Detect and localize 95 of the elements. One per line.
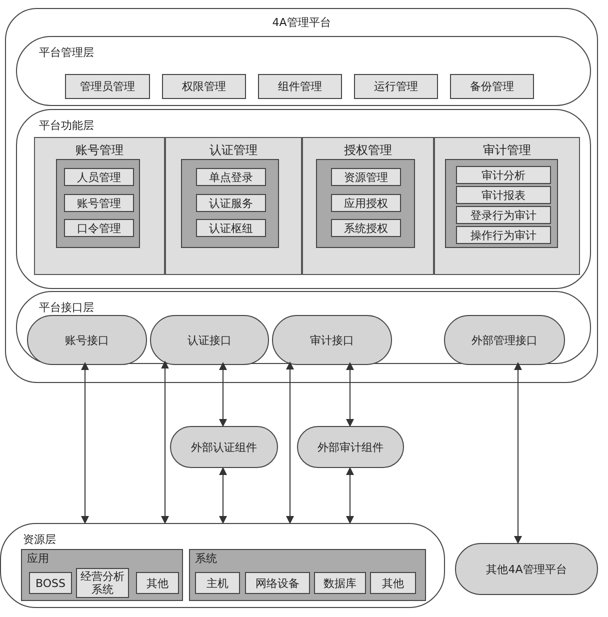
- function-box: [331, 194, 401, 212]
- box-label: 账号管理: [77, 196, 121, 210]
- function-box: [331, 219, 401, 237]
- module-panel: [181, 159, 279, 248]
- function-box: [456, 166, 551, 184]
- box-label: 登录行为审计: [470, 208, 536, 222]
- function-box: [64, 194, 134, 212]
- box-label: 运行管理: [374, 80, 418, 93]
- module-panel: [56, 159, 140, 248]
- arrow: [219, 362, 227, 427]
- layer-title: 平台功能层: [39, 119, 94, 132]
- function-box: [29, 572, 72, 594]
- arrow: [219, 467, 227, 524]
- resource-group: [189, 549, 426, 601]
- layer-title: 平台管理层: [39, 46, 94, 59]
- box-label: 其他: [382, 576, 404, 590]
- box-label: 备份管理: [470, 80, 514, 93]
- box-label: 应用授权: [344, 196, 388, 210]
- interface-pill: [444, 315, 565, 365]
- box-label: 经营分析系统: [80, 570, 126, 596]
- function-box: [196, 194, 266, 212]
- interface-pill: [272, 315, 392, 365]
- arrow: [514, 362, 522, 544]
- box-label: 外部认证组件: [191, 440, 257, 454]
- layer-title: 应用: [27, 552, 49, 565]
- box-label: 系统授权: [344, 222, 388, 234]
- interface-pill: [150, 315, 269, 365]
- function-box: [370, 572, 416, 594]
- box-label: 管理员管理: [80, 80, 135, 93]
- module-panel: [316, 159, 415, 248]
- arrow: [286, 362, 294, 524]
- box-label: 认证枢纽: [209, 222, 253, 234]
- box-label: 审计报表: [482, 188, 526, 202]
- layer-title: 授权管理: [343, 144, 393, 157]
- box-label: 数据库: [324, 576, 356, 590]
- function-box: [331, 168, 401, 186]
- function-box: [450, 74, 534, 99]
- arrow: [346, 467, 354, 524]
- function-box: [354, 74, 438, 99]
- function-box: [64, 168, 134, 186]
- function-box: [162, 74, 246, 99]
- module-panel: [445, 159, 558, 248]
- function-box: [196, 219, 266, 237]
- box-label: 外部审计组件: [318, 440, 384, 454]
- layer-panel: [0, 523, 445, 608]
- layer-panel: [16, 109, 591, 289]
- layer-title: 审计管理: [482, 144, 532, 157]
- module-column: [434, 137, 580, 275]
- arrow: [81, 362, 89, 524]
- box-label: 资源管理: [344, 170, 388, 184]
- module-column: [34, 137, 165, 275]
- module-column: [302, 137, 434, 275]
- box-label: 口令管理: [77, 222, 121, 234]
- box-label: 外部管理接口: [472, 334, 538, 346]
- arrow: [346, 362, 354, 427]
- layer-title: 系统: [195, 552, 217, 565]
- box-label: 网络设备: [256, 576, 300, 590]
- function-box: [245, 572, 310, 594]
- function-box: [456, 186, 551, 204]
- interface-pill: [455, 543, 598, 595]
- interface-pill: [170, 426, 278, 468]
- function-box: [258, 74, 342, 99]
- box-label: 账号接口: [65, 334, 109, 346]
- layer-title: 平台接口层: [39, 301, 94, 314]
- box-label: 操作行为审计: [470, 228, 536, 242]
- box-label: 认证接口: [188, 334, 232, 346]
- box-label: 组件管理: [278, 80, 322, 93]
- layer-title: 4A管理平台: [271, 16, 332, 29]
- box-label: 其他4A管理平台: [486, 562, 567, 576]
- box-label: 认证服务: [209, 196, 253, 210]
- platform-frame: [5, 8, 598, 383]
- resource-group: [21, 549, 183, 601]
- function-box: [136, 572, 179, 594]
- box-label: 审计分析: [482, 168, 526, 182]
- function-box: [195, 572, 240, 594]
- interface-pill: [27, 315, 147, 365]
- box-label: 权限管理: [182, 80, 226, 93]
- box-label: 其他: [146, 576, 168, 590]
- layer-title: 资源层: [23, 533, 56, 546]
- interface-pill: [297, 426, 404, 468]
- layer-title: 认证管理: [208, 144, 258, 157]
- box-label: 主机: [206, 576, 228, 590]
- function-box: [65, 74, 150, 99]
- layer-title: 账号管理: [74, 144, 124, 157]
- function-box: [196, 168, 266, 186]
- function-box: [456, 206, 551, 224]
- box-label: 单点登录: [209, 170, 253, 184]
- arrow: [161, 360, 169, 524]
- function-box: [314, 572, 366, 594]
- box-label: 审计接口: [310, 334, 354, 346]
- module-column: [165, 137, 302, 275]
- function-box: [64, 219, 134, 237]
- box-label: BOSS: [36, 576, 66, 590]
- box-label: 人员管理: [77, 170, 121, 184]
- function-box: [456, 226, 551, 244]
